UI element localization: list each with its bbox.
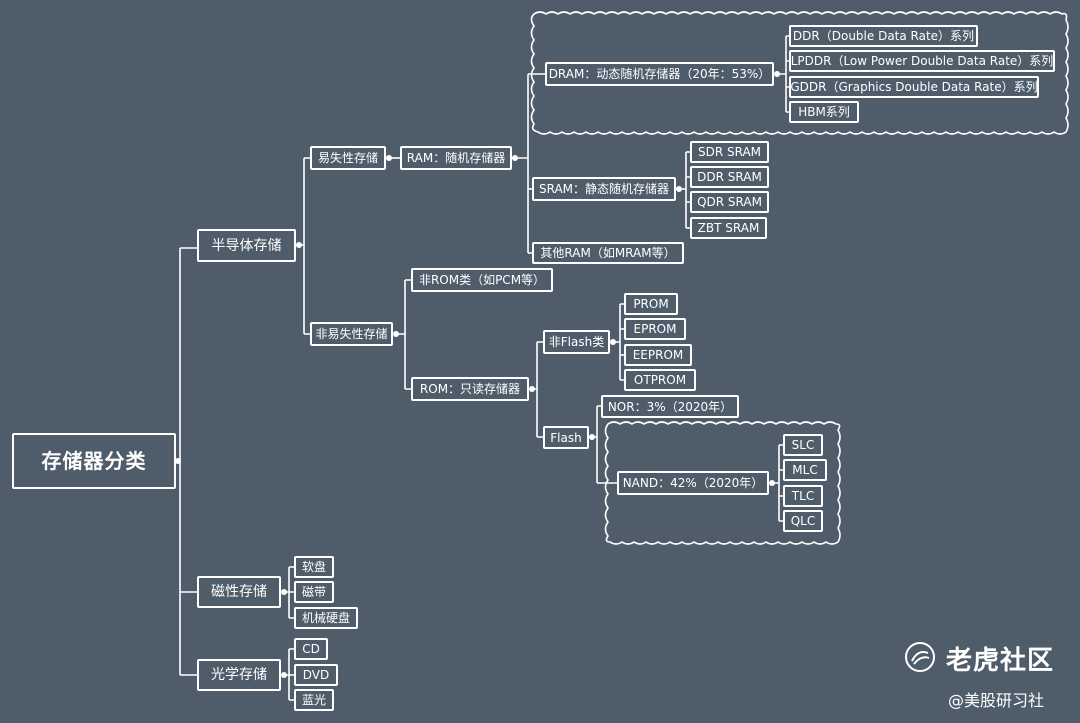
node-ram[interactable]: RAM：随机存储器	[400, 146, 512, 170]
node-magnetic[interactable]: 磁性存储	[197, 576, 281, 608]
node-semiconductor[interactable]: 半导体存储	[197, 229, 296, 262]
node-non-flash[interactable]: 非Flash类	[543, 330, 610, 354]
node-nand-slc[interactable]: SLC	[783, 434, 823, 456]
node-otprom[interactable]: OTPROM	[624, 369, 696, 391]
watermark-sub: @美股研习社	[948, 691, 1045, 710]
node-rom[interactable]: ROM：只读存储器	[411, 377, 529, 401]
node-cd[interactable]: CD	[294, 638, 328, 660]
node-nand[interactable]: NAND：42%（2020年）	[617, 471, 769, 495]
node-sram[interactable]: SRAM：静态随机存储器	[532, 177, 676, 201]
node-sram-qdr[interactable]: QDR SRAM	[690, 191, 769, 213]
node-nand-tlc[interactable]: TLC	[783, 485, 823, 507]
node-sram-ddr[interactable]: DDR SRAM	[690, 166, 769, 188]
node-sram-sdr[interactable]: SDR SRAM	[690, 141, 769, 163]
node-tape[interactable]: 磁带	[294, 581, 334, 603]
dram-cloud-boundary	[530, 11, 1069, 135]
node-nand-qlc[interactable]: QLC	[783, 510, 823, 532]
nand-cloud-boundary	[604, 421, 841, 545]
node-dram[interactable]: DRAM：动态随机存储器（20年：53%）	[545, 62, 774, 86]
node-nor[interactable]: NOR：3%（2020年）	[601, 395, 739, 418]
node-nand-mlc[interactable]: MLC	[783, 459, 827, 481]
node-volatile[interactable]: 易失性存储	[310, 146, 386, 170]
node-bluray[interactable]: 蓝光	[294, 689, 334, 711]
node-dram-hbm[interactable]: HBM系列	[789, 101, 859, 123]
node-floppy[interactable]: 软盘	[294, 556, 334, 578]
node-dram-ddr[interactable]: DDR（Double Data Rate）系列	[789, 25, 978, 47]
node-optical[interactable]: 光学存储	[197, 659, 281, 691]
watermark: 老虎社区	[904, 640, 1054, 677]
node-dvd[interactable]: DVD	[294, 664, 338, 686]
tiger-logo-icon	[904, 641, 936, 677]
node-nonvolatile[interactable]: 非易失性存储	[310, 322, 393, 346]
node-eeprom[interactable]: EEPROM	[624, 344, 692, 366]
node-hdd[interactable]: 机械硬盘	[294, 607, 358, 629]
node-prom[interactable]: PROM	[624, 293, 678, 315]
watermark-logo-text: 老虎社区	[946, 646, 1055, 676]
node-dram-gddr[interactable]: GDDR（Graphics Double Data Rate）系列	[789, 76, 1039, 98]
node-non-rom[interactable]: 非ROM类（如PCM等）	[411, 268, 553, 292]
node-dram-lpddr[interactable]: LPDDR（Low Power Double Data Rate）系列	[789, 50, 1055, 72]
node-sram-zbt[interactable]: ZBT SRAM	[690, 217, 767, 239]
node-flash[interactable]: Flash	[543, 426, 589, 449]
node-eprom[interactable]: EPROM	[624, 318, 686, 340]
root-node[interactable]: 存储器分类	[12, 433, 176, 489]
node-other-ram[interactable]: 其他RAM（如MRAM等）	[532, 242, 684, 264]
